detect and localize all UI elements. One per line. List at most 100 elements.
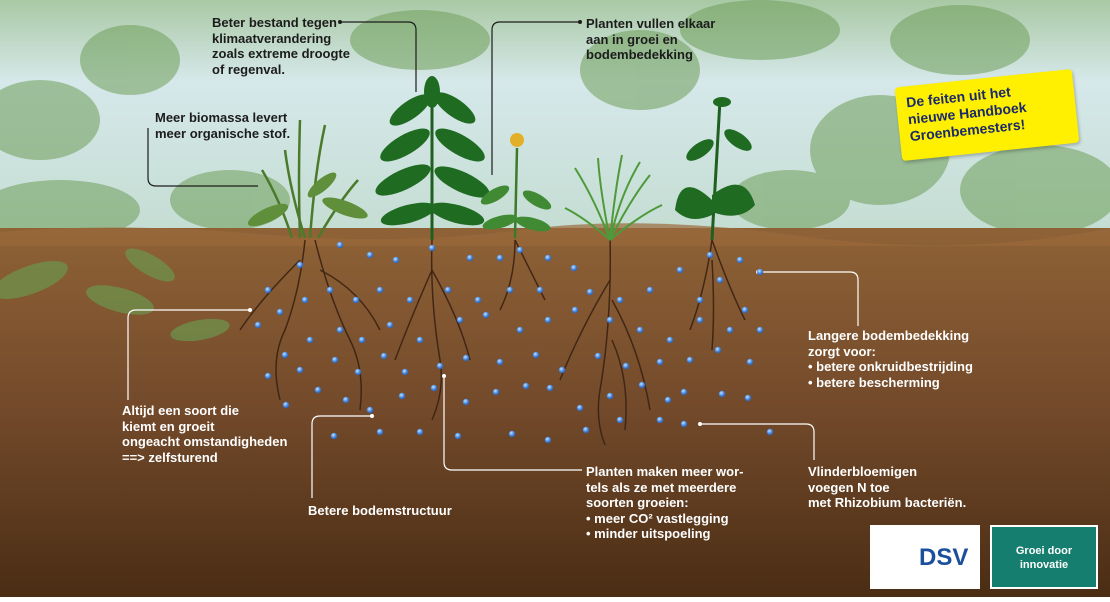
water-dot bbox=[392, 256, 400, 264]
water-dot bbox=[606, 392, 614, 400]
water-dot bbox=[696, 296, 704, 304]
water-dot bbox=[638, 381, 646, 389]
plant-small-flower bbox=[480, 133, 552, 239]
water-dot bbox=[508, 430, 516, 438]
connector-legumes bbox=[700, 423, 815, 460]
water-dot bbox=[454, 432, 462, 440]
water-dot bbox=[264, 372, 272, 380]
water-dot bbox=[354, 368, 362, 376]
water-dot bbox=[544, 254, 552, 262]
water-dot bbox=[376, 286, 384, 294]
water-dot bbox=[522, 382, 530, 390]
foreground-leaves bbox=[0, 248, 230, 342]
label-fill: Planten vullen elkaar aan in groei en bo… bbox=[586, 16, 716, 62]
water-dot bbox=[582, 426, 590, 434]
dsv-logo[interactable]: DSV bbox=[870, 525, 980, 589]
water-dot bbox=[706, 251, 714, 259]
water-dot bbox=[416, 428, 424, 436]
connector-cover bbox=[758, 271, 859, 326]
water-dot bbox=[366, 251, 374, 259]
water-dot bbox=[744, 394, 752, 402]
water-dot bbox=[331, 356, 339, 364]
connector-structure bbox=[311, 415, 372, 498]
water-dot bbox=[664, 396, 672, 404]
water-dot bbox=[766, 428, 774, 436]
connector-lines bbox=[127, 20, 859, 498]
water-dot bbox=[756, 326, 764, 334]
water-dot bbox=[376, 428, 384, 436]
water-dot bbox=[276, 308, 284, 316]
water-dot bbox=[398, 392, 406, 400]
water-dot bbox=[586, 288, 594, 296]
water-dot bbox=[516, 326, 524, 334]
water-dot bbox=[462, 354, 470, 362]
water-dot bbox=[718, 390, 726, 398]
plant-grass-center bbox=[564, 154, 663, 241]
water-dot bbox=[428, 244, 436, 252]
water-dot bbox=[716, 276, 724, 284]
water-dot bbox=[606, 316, 614, 324]
water-dot bbox=[532, 351, 540, 359]
water-dot bbox=[576, 404, 584, 412]
water-dot bbox=[676, 266, 684, 274]
water-dot bbox=[558, 366, 566, 374]
water-dot bbox=[366, 406, 374, 414]
groei-door-innovatie-logo[interactable]: Groei door innovatie bbox=[990, 525, 1098, 589]
water-dot bbox=[571, 306, 579, 314]
water-dot bbox=[696, 316, 704, 324]
label-roots: Planten maken meer wor- tels als ze met … bbox=[586, 464, 744, 541]
water-dot bbox=[726, 326, 734, 334]
label-structure: Betere bodemstructuur bbox=[308, 503, 452, 518]
groei-logo-text: Groei door innovatie bbox=[1015, 545, 1073, 571]
water-dot bbox=[281, 351, 289, 359]
water-dot bbox=[336, 326, 344, 334]
water-dot bbox=[462, 398, 470, 406]
plant-legume-right bbox=[675, 97, 755, 241]
water-dot bbox=[741, 306, 749, 314]
label-always: Altijd een soort die kiemt en groeit ong… bbox=[122, 403, 288, 465]
water-dot bbox=[546, 384, 554, 392]
label-legumes: Vlinderbloemigen voegen N toe met Rhizob… bbox=[808, 464, 967, 510]
water-dot bbox=[386, 321, 394, 329]
water-dot bbox=[430, 384, 438, 392]
label-biomass: Meer biomassa levert meer organische sto… bbox=[155, 110, 291, 141]
water-dot bbox=[506, 286, 514, 294]
connector-roots bbox=[443, 376, 582, 471]
water-dot bbox=[616, 296, 624, 304]
water-dot bbox=[466, 254, 474, 262]
water-dot bbox=[358, 336, 366, 344]
water-dot bbox=[436, 362, 444, 370]
water-dot bbox=[746, 358, 754, 366]
water-dots bbox=[254, 241, 774, 444]
water-dot bbox=[680, 420, 688, 428]
water-dot bbox=[496, 254, 504, 262]
plant-flower-left bbox=[247, 172, 368, 227]
water-dot bbox=[570, 264, 578, 272]
label-cover: Langere bodembedekking zorgt voor: • bet… bbox=[808, 328, 973, 390]
water-dot bbox=[544, 316, 552, 324]
water-dot bbox=[622, 362, 630, 370]
water-dot bbox=[336, 241, 344, 249]
water-dot bbox=[254, 321, 262, 329]
water-dot bbox=[666, 336, 674, 344]
water-dot bbox=[282, 401, 290, 409]
water-dot bbox=[492, 388, 500, 396]
water-dot bbox=[352, 296, 360, 304]
water-dot bbox=[301, 296, 309, 304]
water-dot bbox=[646, 286, 654, 294]
soil-surface bbox=[0, 223, 1110, 246]
dsv-logo-text: DSV bbox=[919, 544, 969, 571]
label-climate: Beter bestand tegen klimaatverandering z… bbox=[212, 15, 350, 77]
water-dot bbox=[296, 261, 304, 269]
water-dot bbox=[636, 326, 644, 334]
connector-biomass bbox=[147, 128, 258, 187]
water-dot bbox=[330, 432, 338, 440]
water-dot bbox=[416, 336, 424, 344]
background-foliage bbox=[0, 0, 1110, 240]
water-dot bbox=[406, 296, 414, 304]
water-dot bbox=[616, 416, 624, 424]
water-dot bbox=[756, 268, 764, 276]
water-dot bbox=[296, 366, 304, 374]
water-dot bbox=[594, 352, 602, 360]
